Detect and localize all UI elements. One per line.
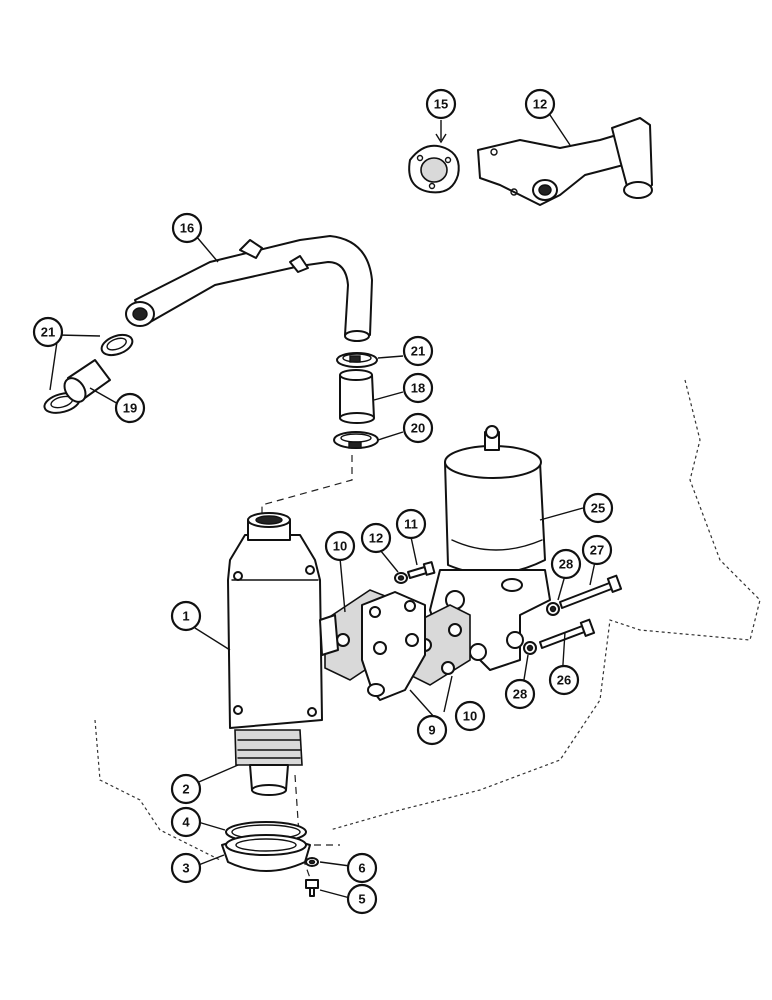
callout-11: 11 xyxy=(395,508,427,540)
part-27-bolt xyxy=(559,574,623,609)
part-3-cover xyxy=(221,834,311,872)
callout-15: 12 xyxy=(524,88,556,120)
part-16-gasket xyxy=(408,144,460,194)
callout-label: 27 xyxy=(590,543,604,558)
part-17-pipe xyxy=(125,235,373,342)
callout-label: 26 xyxy=(557,673,571,688)
part-6-washer xyxy=(305,857,319,867)
callout-5: 5 xyxy=(346,883,378,915)
part-2-base-element xyxy=(234,729,303,796)
callout-label: 12 xyxy=(533,97,547,112)
callout-label: 25 xyxy=(591,501,605,516)
callout-9: 9 xyxy=(416,714,448,746)
part-1-heat-exchanger xyxy=(227,512,339,729)
callout-label: 9 xyxy=(428,723,435,738)
callout-label: 21 xyxy=(41,325,55,340)
callout-10-lower: 10 xyxy=(454,700,486,732)
callout-label: 16 xyxy=(180,221,194,236)
callout-label: 11 xyxy=(404,517,418,532)
part-9-adapter xyxy=(361,591,426,701)
callout-6: 6 xyxy=(346,852,378,884)
part-21-clamp-upper-right xyxy=(336,352,378,368)
callout-label: 6 xyxy=(358,861,365,876)
part-18-hose xyxy=(339,369,375,424)
callout-1: 1 xyxy=(170,600,202,632)
part-19-hose xyxy=(63,359,111,403)
callout-18: 18 xyxy=(402,372,434,404)
part-28-washer-lower xyxy=(523,641,537,655)
callout-16: 15 xyxy=(425,88,457,120)
callout-label: 21 xyxy=(411,344,425,359)
callout-19: 19 xyxy=(114,392,146,424)
part-11-bolt xyxy=(407,561,436,579)
callout-label: 19 xyxy=(123,401,137,416)
callout-label: 10 xyxy=(463,709,477,724)
callout-label: 20 xyxy=(411,421,425,436)
leader-lines xyxy=(49,111,597,899)
part-12-washer xyxy=(394,572,408,584)
part-15-outlet-pipe xyxy=(477,117,653,206)
callout-26: 26 xyxy=(548,664,580,696)
callout-10-upper: 10 xyxy=(324,530,356,562)
callout-label: 28 xyxy=(559,557,573,572)
callout-label: 2 xyxy=(182,782,189,797)
callout-3: 3 xyxy=(170,852,202,884)
callout-20: 20 xyxy=(402,412,434,444)
part-28-washer-upper xyxy=(546,602,560,616)
callout-label: 4 xyxy=(182,815,190,830)
callout-27: 27 xyxy=(581,534,613,566)
callout-21-left: 21 xyxy=(32,316,64,348)
part-20-clamp xyxy=(333,431,379,449)
part-26-bolt xyxy=(539,618,596,649)
callout-17: 16 xyxy=(171,212,203,244)
callout-12: 12 xyxy=(360,522,392,554)
callout-25: 25 xyxy=(582,492,614,524)
callout-21-right: 21 xyxy=(402,335,434,367)
callout-4: 4 xyxy=(170,806,202,838)
callout-28-lower: 28 xyxy=(504,678,536,710)
callout-label: 1 xyxy=(182,609,189,624)
callout-label: 3 xyxy=(182,861,189,876)
part-21-clamp-left-top xyxy=(100,333,134,357)
part-5-screw xyxy=(305,879,319,897)
callout-28-upper: 28 xyxy=(550,548,582,580)
callout-label: 5 xyxy=(358,892,365,907)
callout-2: 2 xyxy=(170,773,202,805)
callout-label: 18 xyxy=(411,381,425,396)
engine-block-outline xyxy=(94,379,761,861)
callout-label: 10 xyxy=(333,539,347,554)
callout-label: 12 xyxy=(369,531,383,546)
callout-label: 15 xyxy=(434,97,448,112)
callout-label: 28 xyxy=(513,687,527,702)
